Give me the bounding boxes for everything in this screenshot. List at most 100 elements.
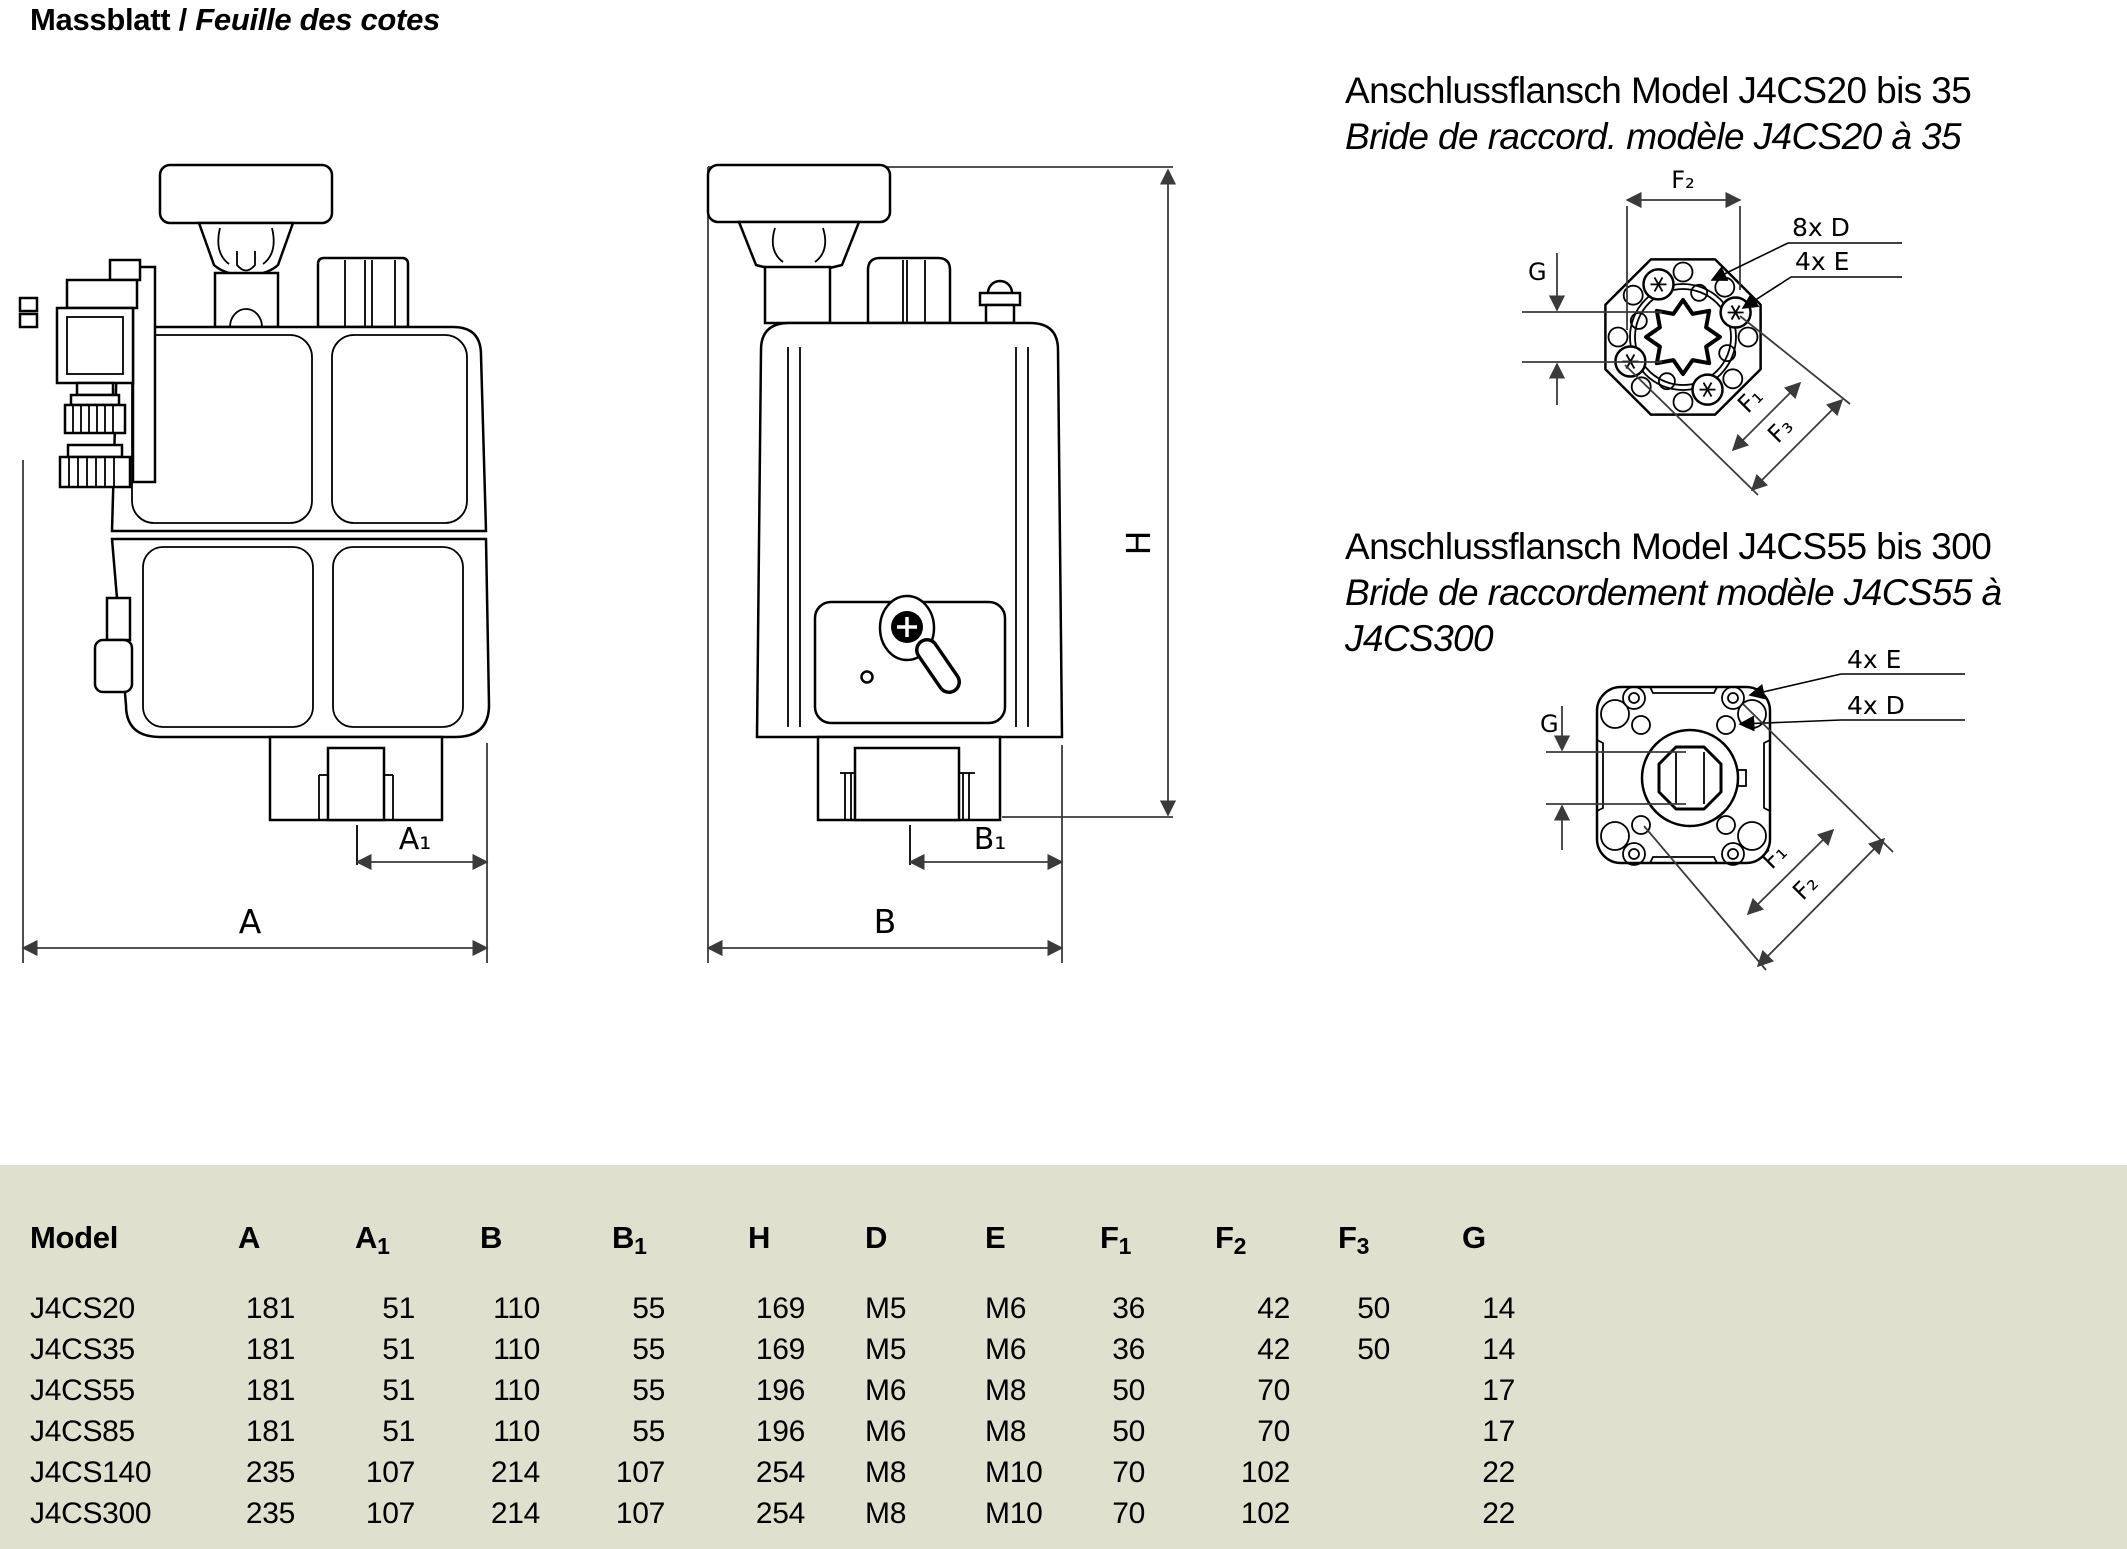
dim-f2: F₂	[1625, 166, 1742, 330]
flange-small-heading-fr: Bride de raccord. modèle J4CS20 à 35	[1345, 116, 1962, 157]
electrical-connector	[18, 258, 157, 694]
cell-value: M5	[865, 1333, 907, 1366]
cable-gland-upper	[63, 403, 127, 435]
handwheel-knob	[706, 163, 892, 325]
cell-value: 51	[382, 1292, 415, 1325]
cell-value: 36	[1112, 1292, 1145, 1325]
vent-cap	[866, 256, 952, 325]
cell-value: 169	[755, 1292, 805, 1325]
screw-heads	[1614, 268, 1752, 406]
cell-value: 55	[632, 1415, 665, 1448]
dim-b1: B₁	[908, 822, 1064, 871]
table-row: J4CS55 181 51 110 55 196 M6 M8 50 70 17	[0, 1374, 2127, 1412]
dim-label-g: G	[1540, 710, 1559, 738]
cell-value: M5	[865, 1292, 907, 1325]
cell-value: 214	[490, 1497, 540, 1530]
cell-value: M8	[985, 1415, 1027, 1448]
cell-value: 102	[1240, 1497, 1290, 1530]
table-row: J4CS300 235 107 214 107 254 M8 M10 70 10…	[0, 1497, 2127, 1535]
flange-small-heading-de: Anschlussflansch Model J4CS20 bis 35	[1345, 70, 1972, 111]
dim-label-4xe: 4x E	[1795, 247, 1849, 276]
cell-value: 169	[755, 1333, 805, 1366]
cell-value: 107	[615, 1497, 665, 1530]
cell-value: M6	[985, 1292, 1027, 1325]
flange-small-drawing: F₂ G 8x D 4x E F₁ F₃	[1522, 166, 1902, 496]
actuator-body	[110, 325, 491, 739]
cell-value: M6	[865, 1415, 907, 1448]
cell-model: J4CS300	[30, 1497, 152, 1530]
dim-label-h: H	[1119, 531, 1158, 556]
flange-large-heading-fr-2: J4CS300	[1345, 618, 1494, 659]
dim-label-f2: F₂	[1671, 166, 1694, 194]
column-header: A1	[355, 1220, 390, 1259]
label-8xd: 8x D	[1710, 213, 1902, 281]
label-4xe: 4x E	[1748, 645, 1965, 700]
dim-label-4xd: 4x D	[1847, 691, 1905, 720]
cell-value: M10	[985, 1456, 1043, 1489]
dim-g: G	[1540, 706, 1686, 850]
dim-label-a1: A₁	[399, 822, 432, 857]
cell-value: 55	[632, 1374, 665, 1407]
cell-value: 70	[1257, 1415, 1290, 1448]
cell-value: 110	[493, 1333, 540, 1366]
cell-value: M6	[985, 1333, 1027, 1366]
dim-label-f2: F₂	[1787, 869, 1823, 905]
bottom-mounting-flange	[268, 735, 444, 822]
side-view-drawing: A₁ A	[18, 163, 491, 963]
cell-value: 110	[493, 1415, 540, 1448]
table-header-row: Model A A1 B B1 H D E F1 F2 F3 G	[0, 1220, 2127, 1259]
cell-value: 17	[1482, 1415, 1515, 1448]
cell-value: 235	[245, 1497, 295, 1530]
cell-value: 50	[1357, 1333, 1390, 1366]
cell-value: 214	[490, 1456, 540, 1489]
cell-value: M8	[985, 1374, 1027, 1407]
cell-value: 254	[755, 1456, 805, 1489]
dim-label-b1: B₁	[974, 822, 1007, 857]
cell-value: 22	[1482, 1497, 1515, 1530]
cell-value: 51	[382, 1415, 415, 1448]
indicator-hole	[860, 670, 874, 684]
actuator-body	[755, 321, 1064, 739]
dim-g: G	[1522, 253, 1662, 405]
dim-label-a: A	[239, 902, 262, 941]
cell-model: J4CS85	[30, 1415, 135, 1448]
column-header: B1	[612, 1220, 647, 1259]
column-header: F2	[1215, 1220, 1247, 1259]
cell-value: 42	[1257, 1333, 1290, 1366]
column-header: H	[748, 1220, 771, 1255]
cell-value: M10	[985, 1497, 1043, 1530]
table-row: J4CS85 181 51 110 55 196 M6 M8 50 70 17	[0, 1415, 2127, 1453]
dim-h: H	[1119, 168, 1177, 817]
flange-large-heading-fr-1: Bride de raccordement modèle J4CS55 à	[1345, 572, 2002, 613]
dim-b: B	[706, 902, 1064, 957]
cell-value: 14	[1482, 1333, 1515, 1366]
label-4xe: 4x E	[1741, 247, 1902, 309]
indicator-button	[978, 279, 1022, 325]
dim-a1: A₁	[355, 822, 489, 871]
cell-model: J4CS55	[30, 1374, 135, 1407]
cell-value: M8	[865, 1497, 907, 1530]
column-header: G	[1462, 1220, 1486, 1255]
column-header: F1	[1100, 1220, 1132, 1259]
dim-a: A	[21, 902, 489, 957]
cell-value: 50	[1112, 1374, 1145, 1407]
cell-value: 181	[245, 1333, 295, 1366]
cell-value: 70	[1112, 1456, 1145, 1489]
cell-value: 17	[1482, 1374, 1515, 1407]
flange-large-heading-de: Anschlussflansch Model J4CS55 bis 300	[1345, 526, 1992, 567]
dim-label-4xe: 4x E	[1847, 645, 1901, 674]
table-row: J4CS35 181 51 110 55 169 M5 M6 36 42 50 …	[0, 1333, 2127, 1371]
cell-model: J4CS140	[30, 1456, 152, 1489]
cell-value: M8	[865, 1456, 907, 1489]
cell-value: 107	[365, 1456, 415, 1489]
front-view-drawing: H B₁ B	[706, 163, 1177, 963]
page-title-de: Massblatt /	[30, 2, 187, 37]
cell-value: 50	[1357, 1292, 1390, 1325]
cell-value: 14	[1482, 1292, 1515, 1325]
column-header: A	[238, 1220, 261, 1255]
label-4xd: 4x D	[1738, 691, 1965, 732]
cell-value: 42	[1257, 1292, 1290, 1325]
column-header: Model	[30, 1220, 119, 1255]
cell-value: 110	[493, 1374, 540, 1407]
cell-value: 196	[755, 1415, 805, 1448]
